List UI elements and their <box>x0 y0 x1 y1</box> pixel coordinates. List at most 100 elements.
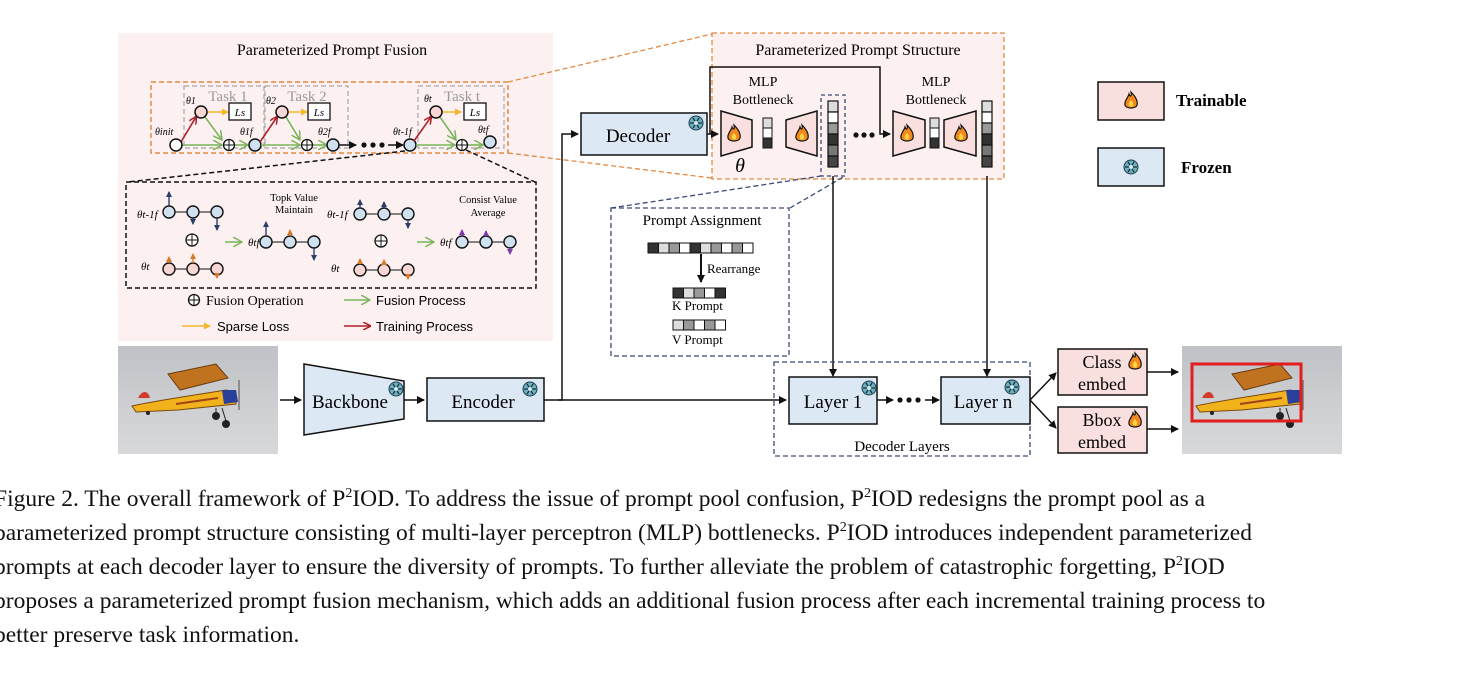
consist-caption: Consist Value <box>459 195 517 206</box>
caption-text: Figure 2. The overall framework of P <box>0 486 346 512</box>
backbone-block: Backbone <box>303 363 405 436</box>
prompt-cell <box>721 242 733 254</box>
prompt-cell <box>827 122 839 135</box>
task-1-label: Task 1 <box>208 89 247 105</box>
legend-frozen: Frozen <box>1097 147 1232 187</box>
loss-box <box>228 102 252 121</box>
prompt-highlight-box <box>820 94 846 177</box>
frozen-snowflake-icon <box>1004 379 1020 395</box>
superscript: 2 <box>839 520 847 535</box>
class-embed-block: Class embed <box>1057 348 1148 396</box>
prompt-cell <box>827 155 839 168</box>
parameter-node <box>162 205 176 219</box>
zoom-line <box>610 175 822 209</box>
parameter-node <box>259 235 273 249</box>
prompt-cell <box>700 242 712 254</box>
bbox-embed-line1: Bbox <box>1082 410 1121 430</box>
prompt-cell <box>981 144 993 157</box>
fusion-operation-legend: Fusion Operation <box>187 293 304 309</box>
v-prompt-label: V Prompt <box>672 332 723 347</box>
theta-1-label: θ1 <box>186 96 196 107</box>
prompt-cell <box>647 242 659 254</box>
caption-line: Figure 2. The overall framework of P2IOD… <box>0 482 1457 516</box>
backbone-label: Backbone <box>312 392 388 413</box>
bbox-embed-block: Bbox embed <box>1057 406 1148 454</box>
prompt-cell <box>731 242 743 254</box>
prompt-assignment-title: Prompt Assignment <box>643 213 763 229</box>
prompt-cell <box>689 242 701 254</box>
theta-fused-label: θtf <box>248 237 261 249</box>
layer-1-label: Layer 1 <box>804 392 863 413</box>
theta-t-node <box>429 105 443 119</box>
prompt-cell <box>714 287 726 299</box>
prompt-cell <box>679 242 691 254</box>
training-arrow <box>180 117 196 143</box>
decoder-layers-label: Decoder Layers <box>854 439 950 455</box>
topk-caption: Topk Value <box>270 193 318 204</box>
loss-label: Ls <box>469 107 480 119</box>
parameter-node <box>283 235 297 249</box>
fusion-panel-title: Parameterized Prompt Fusion <box>237 42 427 59</box>
layer-1-block: Layer 1 <box>788 376 878 425</box>
theta-init-node <box>169 138 183 152</box>
prompt-cell <box>710 242 722 254</box>
loss-label: Ls <box>234 107 245 119</box>
fusion-arrow <box>439 116 456 140</box>
theta-1-fused-node <box>248 138 262 152</box>
task-1-box <box>183 85 265 149</box>
prompt-vector <box>981 100 993 168</box>
theta-fused-label: θtf <box>440 237 453 249</box>
figure-caption: Figure 2. The overall framework of P2IOD… <box>0 482 1457 652</box>
superscript: 2 <box>345 486 353 501</box>
mlp-label-line1: MLP <box>749 75 778 90</box>
theta-prev-fused-label: θt-1f <box>137 209 160 221</box>
fusion-operator-icon <box>300 138 314 152</box>
output-image <box>1181 345 1343 455</box>
encoder-block: Encoder <box>426 377 545 422</box>
caption-text: IOD introduces independent parameterized <box>846 520 1252 546</box>
mlp-label-line1: MLP <box>922 75 951 90</box>
training-arrow <box>413 117 431 142</box>
prompt-sequence <box>647 242 754 254</box>
parameter-node <box>401 263 415 277</box>
prompt-cell <box>827 144 839 157</box>
parameter-node <box>401 207 415 221</box>
prompt-cell <box>981 133 993 146</box>
caption-text: IOD redesigns the prompt pool as a <box>870 486 1206 512</box>
prompt-cell <box>693 287 705 299</box>
theta-init-label: θinit <box>155 127 173 138</box>
decoder-layers-box <box>773 361 1031 457</box>
caption-line: prompts at each decoder layer to ensure … <box>0 550 1457 584</box>
input-image <box>117 345 279 455</box>
training-process-label: Training Process <box>376 319 474 334</box>
connection-arrow <box>558 130 579 401</box>
prompt-assignment-panel: Prompt Assignment Rearrange K Prompt V P… <box>610 207 790 357</box>
prompt-cell <box>827 133 839 146</box>
parameter-node <box>210 205 224 219</box>
superscript: 2 <box>863 486 871 501</box>
connection-arrow <box>1029 399 1057 429</box>
prompt-cell <box>658 242 670 254</box>
decoder-block: Decoder <box>580 112 708 156</box>
frozen-label: Frozen <box>1181 158 1232 177</box>
fusion-process-legend: Fusion Process <box>344 293 466 308</box>
consist-caption: Average <box>471 208 506 219</box>
theta-t-label: θt <box>424 94 432 105</box>
prompt-cell <box>693 319 705 331</box>
fusion-arrow <box>204 116 222 140</box>
theta-1-fused-label: θ1f <box>240 127 254 138</box>
ellipsis-icon <box>897 397 921 403</box>
fusion-detail-box <box>125 181 537 289</box>
loss-label: Ls <box>313 107 324 119</box>
prompt-cell <box>668 242 680 254</box>
ellipsis-icon <box>853 132 875 138</box>
prompt-cell <box>683 319 695 331</box>
prompt-cell <box>981 100 993 113</box>
bottleneck-vector <box>929 117 940 149</box>
theta-t-label: θt <box>141 261 150 273</box>
mlp-label-line2: Bottleneck <box>906 93 967 108</box>
prompt-cell <box>672 287 684 299</box>
trainable-label: Trainable <box>1176 91 1247 110</box>
detection-bbox <box>1190 362 1303 423</box>
structure-panel-box <box>711 32 1005 180</box>
